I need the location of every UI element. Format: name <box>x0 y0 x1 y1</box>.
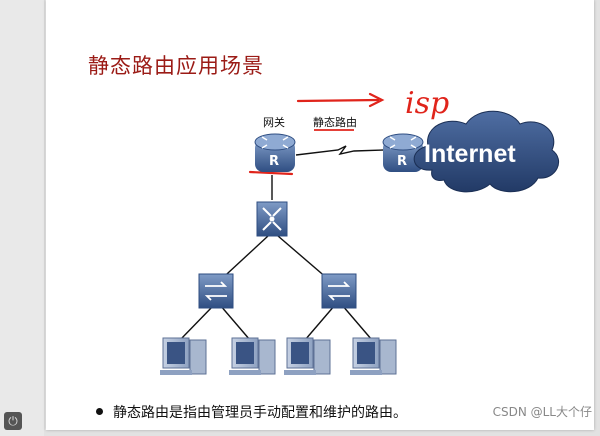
pc-icon <box>229 337 276 375</box>
svg-text:R: R <box>397 154 407 169</box>
bullet-text: 静态路由是指由管理员手动配置和维护的路由。 <box>113 405 407 421</box>
pc-icon <box>284 337 331 375</box>
network-links <box>179 175 373 341</box>
router-icon: R <box>254 133 296 172</box>
power-icon[interactable]: ⏻ <box>4 412 22 430</box>
bottom-scrollbar[interactable] <box>44 430 600 436</box>
bullet-point: 静态路由是指由管理员手动配置和维护的路由。 <box>96 402 407 422</box>
left-rail: ⏻ <box>0 0 45 436</box>
annotation-arrow <box>296 92 385 108</box>
serial-link <box>295 145 385 156</box>
pc-icon <box>350 337 397 375</box>
slide-title: 静态路由应用场景 <box>88 54 264 78</box>
annotation-isp: isp <box>405 86 449 121</box>
pc-icon <box>160 337 207 375</box>
gateway-label: 网关 <box>263 115 285 129</box>
right-scrollbar[interactable] <box>594 0 600 436</box>
core-switch-icon <box>256 201 288 237</box>
switch-icon <box>321 273 357 309</box>
svg-text:R: R <box>269 154 279 169</box>
cloud-icon: Internet <box>413 110 559 193</box>
bullet-dot <box>96 407 103 415</box>
switch-icon <box>198 273 234 309</box>
cloud-label: Internet <box>424 140 516 168</box>
isp-router-icon: R <box>382 133 424 172</box>
static-route-label: 静态路由 <box>313 115 357 129</box>
watermark: CSDN @LL大个仔 <box>492 405 592 419</box>
annotation-underline-router <box>248 170 294 176</box>
